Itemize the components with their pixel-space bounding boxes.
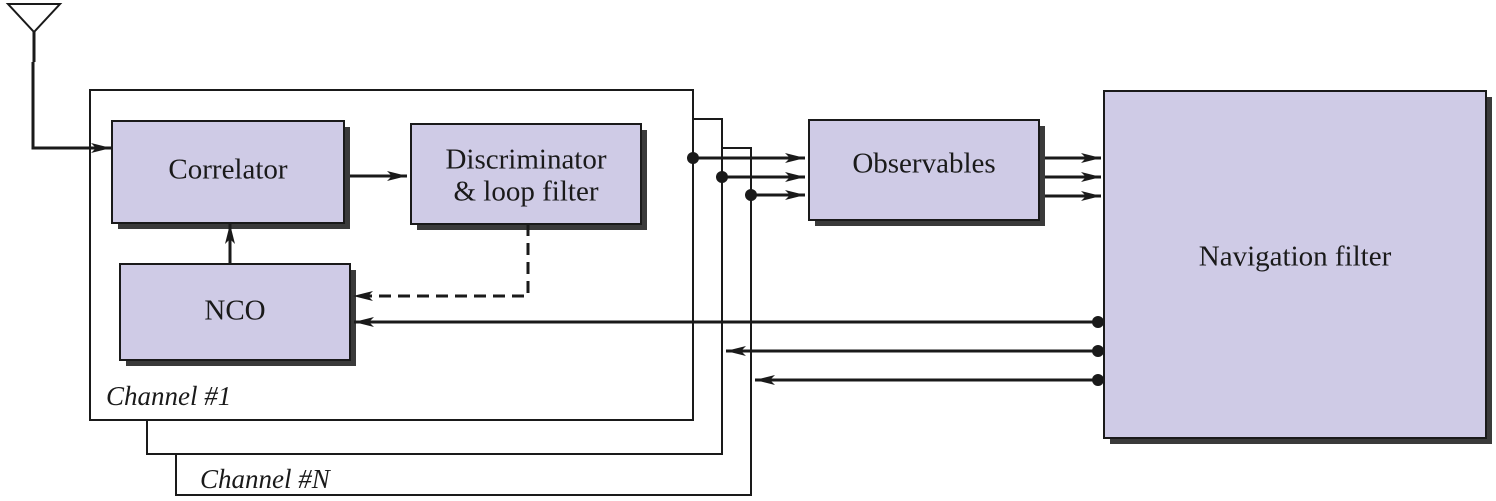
navigation-filter-label: Navigation filter — [1199, 241, 1392, 273]
channel-outputs-to-observables — [687, 152, 805, 201]
antenna-feed-arrow — [31, 62, 111, 153]
discriminator-to-nco-dashed-arrow — [353, 224, 530, 301]
observables-label: Observables — [852, 148, 995, 180]
channel-1-label: Channel #1 — [106, 381, 231, 411]
correlator-box — [111, 120, 345, 224]
discriminator-label-line2: & loop filter — [454, 176, 599, 208]
channel-n-label: Channel #N — [200, 464, 332, 494]
observables-box — [808, 119, 1040, 221]
correlator-label: Correlator — [168, 154, 288, 186]
antenna-icon — [5, 3, 63, 62]
discriminator-block: Discriminator & loop filter — [410, 123, 647, 230]
navigation-filter-box — [1103, 90, 1487, 439]
observables-to-navigation-arrows — [1045, 153, 1101, 201]
nco-label: NCO — [204, 295, 265, 327]
nco-box — [119, 263, 351, 361]
discriminator-label-line1: Discriminator — [445, 144, 606, 176]
observables-block: Observables — [808, 119, 1045, 226]
correlator-block: Correlator — [111, 120, 350, 229]
navigation-feedback-arrows — [354, 316, 1104, 386]
nco-block: NCO — [119, 263, 356, 366]
discriminator-box — [410, 123, 642, 225]
navigation-filter-block: Navigation filter — [1103, 90, 1492, 444]
